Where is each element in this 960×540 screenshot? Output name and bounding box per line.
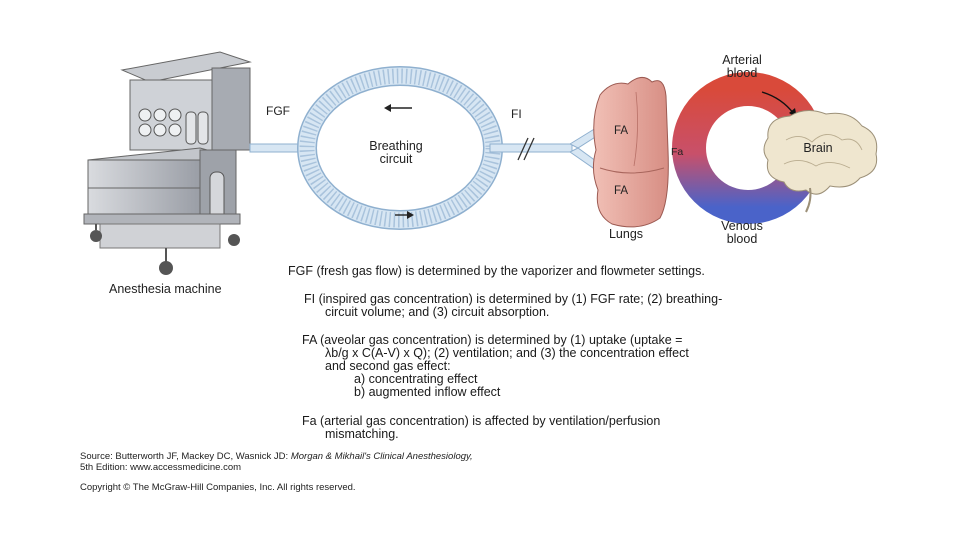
note-fa-line2: λb/g x C(A-V) x Q); (2) ventilation; and… <box>325 346 689 360</box>
source-line1: Source: Butterworth JF, Mackey DC, Wasni… <box>80 451 473 462</box>
venous-blood-label-line1: Venous <box>721 219 763 233</box>
copyright-notice: Copyright © The McGraw-Hill Companies, I… <box>80 482 356 493</box>
lungs-illustration <box>592 77 669 228</box>
arterial-fa-label: Fa <box>671 146 683 158</box>
note-fgf-line1: FGF (fresh gas flow) is determined by th… <box>288 264 705 278</box>
source-authors: Source: Butterworth JF, Mackey DC, Wasni… <box>80 451 291 462</box>
breathing-circuit-label-line2: circuit <box>380 152 413 166</box>
source-book-title: Morgan & Mikhail's Clinical Anesthesiolo… <box>290 451 473 462</box>
tube-break-marks <box>517 137 535 161</box>
anesthesia-machine-label: Anesthesia machine <box>109 282 222 296</box>
venous-blood-label-line2: blood <box>727 232 758 246</box>
breathing-circuit-label-line1: Breathing <box>369 139 423 153</box>
brain-label: Brain <box>803 141 832 155</box>
note-fi-line2: circuit volume; and (3) circuit absorpti… <box>325 305 550 319</box>
note-arterial-line2: mismatching. <box>325 427 399 441</box>
note-fi-line1: FI (inspired gas concentration) is deter… <box>304 292 723 306</box>
anesthesia-machine-illustration <box>83 51 252 275</box>
note-fa-line4: a) concentrating effect <box>354 372 478 386</box>
fi-label: FI <box>511 107 522 121</box>
lungs-label: Lungs <box>609 227 643 241</box>
arterial-blood-label-line1: Arterial <box>722 53 762 67</box>
alveolar-fa-label-upper: FA <box>614 125 628 137</box>
circuit-flow-arrow-top <box>384 104 412 112</box>
note-fa-line5: b) augmented inflow effect <box>354 385 501 399</box>
note-arterial-line1: Fa (arterial gas concentration) is affec… <box>302 414 661 428</box>
circuit-flow-arrow-bottom <box>395 211 414 219</box>
fgf-label: FGF <box>266 104 290 118</box>
brain-illustration <box>763 110 878 213</box>
source-line2: 5th Edition: www.accessmedicine.com <box>80 462 242 473</box>
note-fa-line1: FA (aveolar gas concentration) is determ… <box>302 333 683 347</box>
alveolar-fa-label-lower: FA <box>614 185 628 197</box>
arterial-blood-label-line2: blood <box>727 66 758 80</box>
note-fa-line3: and second gas effect: <box>325 359 451 373</box>
